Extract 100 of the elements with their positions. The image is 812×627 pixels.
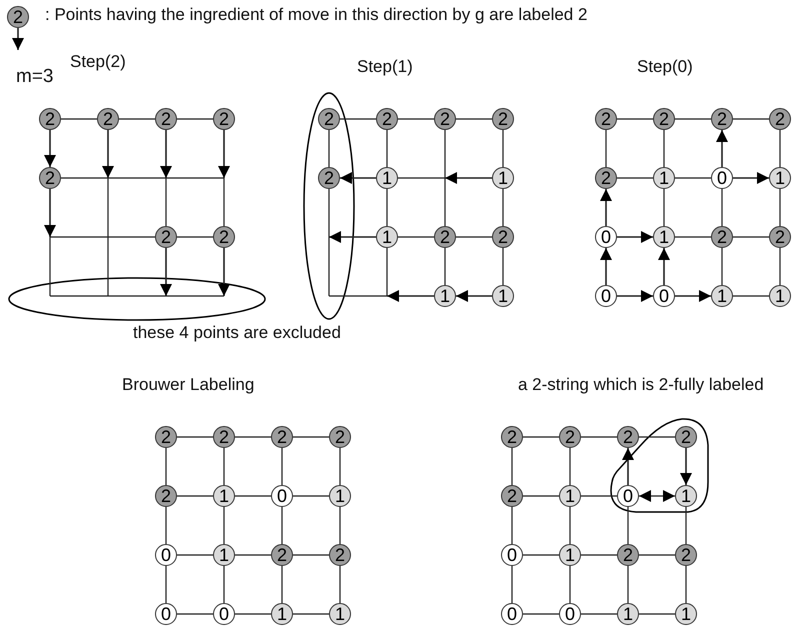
- grid-line: [511, 448, 513, 485]
- labeled-point: 2: [39, 167, 61, 189]
- labeled-point: 2: [271, 426, 293, 448]
- grid-line: [177, 118, 213, 120]
- grid-line: [581, 436, 617, 438]
- labeled-point: 2: [617, 544, 639, 566]
- labeled-point: 2: [559, 426, 581, 448]
- grid-line: [339, 566, 341, 603]
- grid-line: [502, 248, 504, 285]
- grid-line: [61, 118, 97, 120]
- labeled-point: 2: [501, 426, 523, 448]
- labeled-point: 2: [213, 426, 235, 448]
- grid-line: [108, 236, 155, 238]
- labeled-point: 1: [711, 285, 733, 307]
- labeled-point: 2: [155, 426, 177, 448]
- arrow: [12, 28, 24, 50]
- grid-line: [663, 130, 665, 167]
- grid-line: [617, 118, 653, 120]
- panel-title: a 2-string which is 2-fully labeled: [518, 375, 764, 395]
- labeled-point: 0: [155, 544, 177, 566]
- labeled-point: 1: [271, 603, 293, 625]
- grid-line: [61, 177, 108, 179]
- arrow: [160, 130, 172, 178]
- labeled-point: 2: [376, 108, 398, 130]
- labeled-point: 0: [595, 285, 617, 307]
- grid-line: [223, 566, 225, 603]
- labeled-point: 1: [329, 603, 351, 625]
- labeled-point: 1: [617, 603, 639, 625]
- arrow: [218, 248, 230, 296]
- labeled-point: 2: [769, 108, 791, 130]
- legend-text: : Points having the ingredient of move in this direction by g are labeled 2: [45, 5, 588, 25]
- grid-line: [328, 130, 330, 167]
- grid-line: [779, 130, 781, 167]
- grid-line: [456, 236, 492, 238]
- labeled-point: 2: [711, 108, 733, 130]
- labeled-point: 0: [711, 167, 733, 189]
- grid-line: [177, 613, 213, 615]
- arrow: [617, 290, 653, 302]
- arrow: [600, 248, 612, 285]
- grid-line: [398, 118, 434, 120]
- arrow: [44, 189, 56, 237]
- grid-line: [293, 613, 329, 615]
- labeled-point: 0: [559, 603, 581, 625]
- labeled-point: 2: [155, 108, 177, 130]
- arrow: [387, 290, 434, 302]
- arrow: [44, 130, 56, 167]
- grid-line: [581, 495, 617, 497]
- grid-line: [339, 448, 341, 485]
- panel-title: Brouwer Labeling: [122, 375, 254, 395]
- arrow: [218, 130, 230, 178]
- labeled-point: 2: [329, 426, 351, 448]
- grid-line: [733, 236, 769, 238]
- labeled-point: 2: [155, 226, 177, 248]
- labeled-point: 0: [617, 485, 639, 507]
- labeled-point: 1: [492, 285, 514, 307]
- grid-line: [177, 495, 213, 497]
- arrow: [456, 290, 492, 302]
- arrow: [160, 248, 172, 296]
- grid-line: [340, 118, 376, 120]
- grid-line: [223, 178, 225, 226]
- labeled-point: 0: [595, 226, 617, 248]
- grid-line: [733, 118, 769, 120]
- grid-line: [523, 554, 559, 556]
- grid-line: [339, 507, 341, 544]
- labeled-point: 2: [97, 108, 119, 130]
- grid-line: [386, 248, 388, 296]
- grid-line: [685, 507, 687, 544]
- grid-line: [605, 130, 607, 167]
- labeled-point: 2: [155, 485, 177, 507]
- arrow: [733, 172, 769, 184]
- grid-line: [235, 554, 271, 556]
- step-title: Step(0): [637, 57, 693, 77]
- grid-line: [456, 118, 492, 120]
- grid-line: [581, 613, 617, 615]
- grid-line: [165, 178, 167, 226]
- labeled-point: 1: [769, 167, 791, 189]
- grid-line: [523, 613, 559, 615]
- grid-line: [165, 566, 167, 603]
- grid-line: [523, 436, 559, 438]
- labeled-point: 2: [7, 6, 29, 28]
- grid-line: [386, 189, 388, 226]
- grid-line: [386, 130, 388, 167]
- grid-line: [581, 554, 617, 556]
- grid-line: [721, 248, 723, 285]
- grid-line: [235, 436, 271, 438]
- labeled-point: 2: [675, 426, 697, 448]
- labeled-point: 1: [376, 226, 398, 248]
- arrow: [716, 130, 728, 167]
- labeled-point: 1: [653, 226, 675, 248]
- labeled-point: 1: [653, 167, 675, 189]
- arrow: [340, 172, 376, 184]
- labeled-point: 0: [155, 603, 177, 625]
- labeled-point: 0: [653, 285, 675, 307]
- labeled-point: 2: [501, 485, 523, 507]
- grid-line: [617, 177, 653, 179]
- labeled-point: 2: [617, 426, 639, 448]
- grid-line: [627, 566, 629, 603]
- labeled-point: 1: [769, 285, 791, 307]
- grid-line: [235, 613, 271, 615]
- parameter-label: m=3: [16, 66, 54, 88]
